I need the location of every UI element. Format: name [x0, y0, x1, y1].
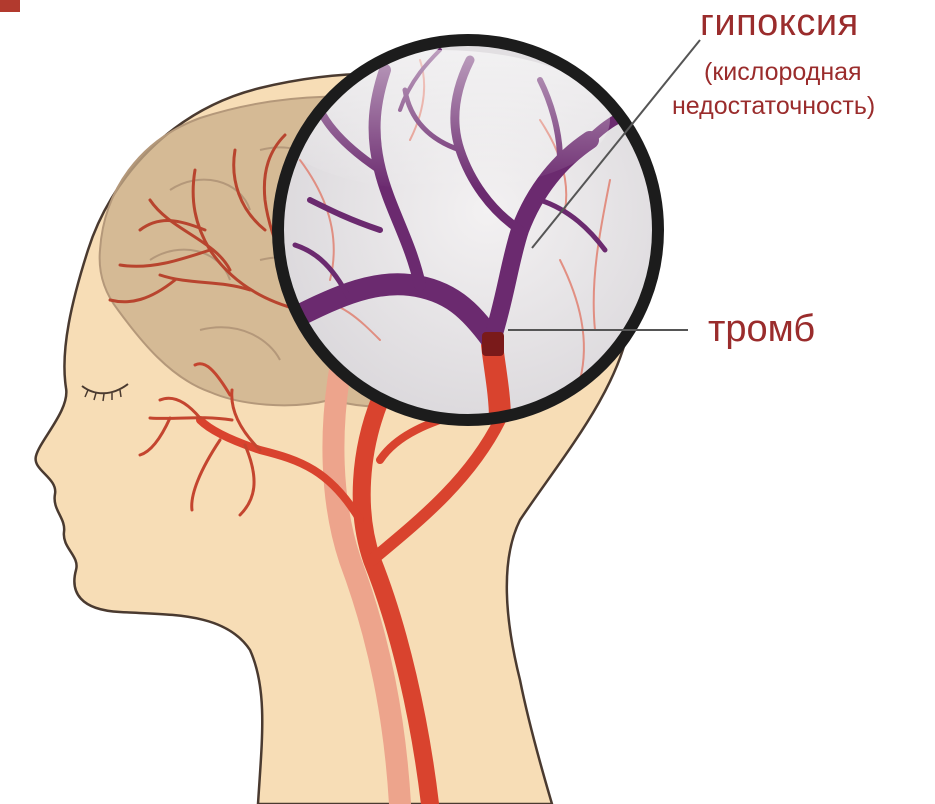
thrombus-label: тромб [708, 308, 815, 351]
hypoxia-label: гипоксия [700, 2, 859, 45]
thrombus-clot [482, 332, 504, 356]
hypoxia-note-line1: (кислородная [704, 58, 862, 87]
magnifier-lens [270, 40, 658, 420]
hypoxia-note-line2: недостаточность) [672, 92, 875, 121]
